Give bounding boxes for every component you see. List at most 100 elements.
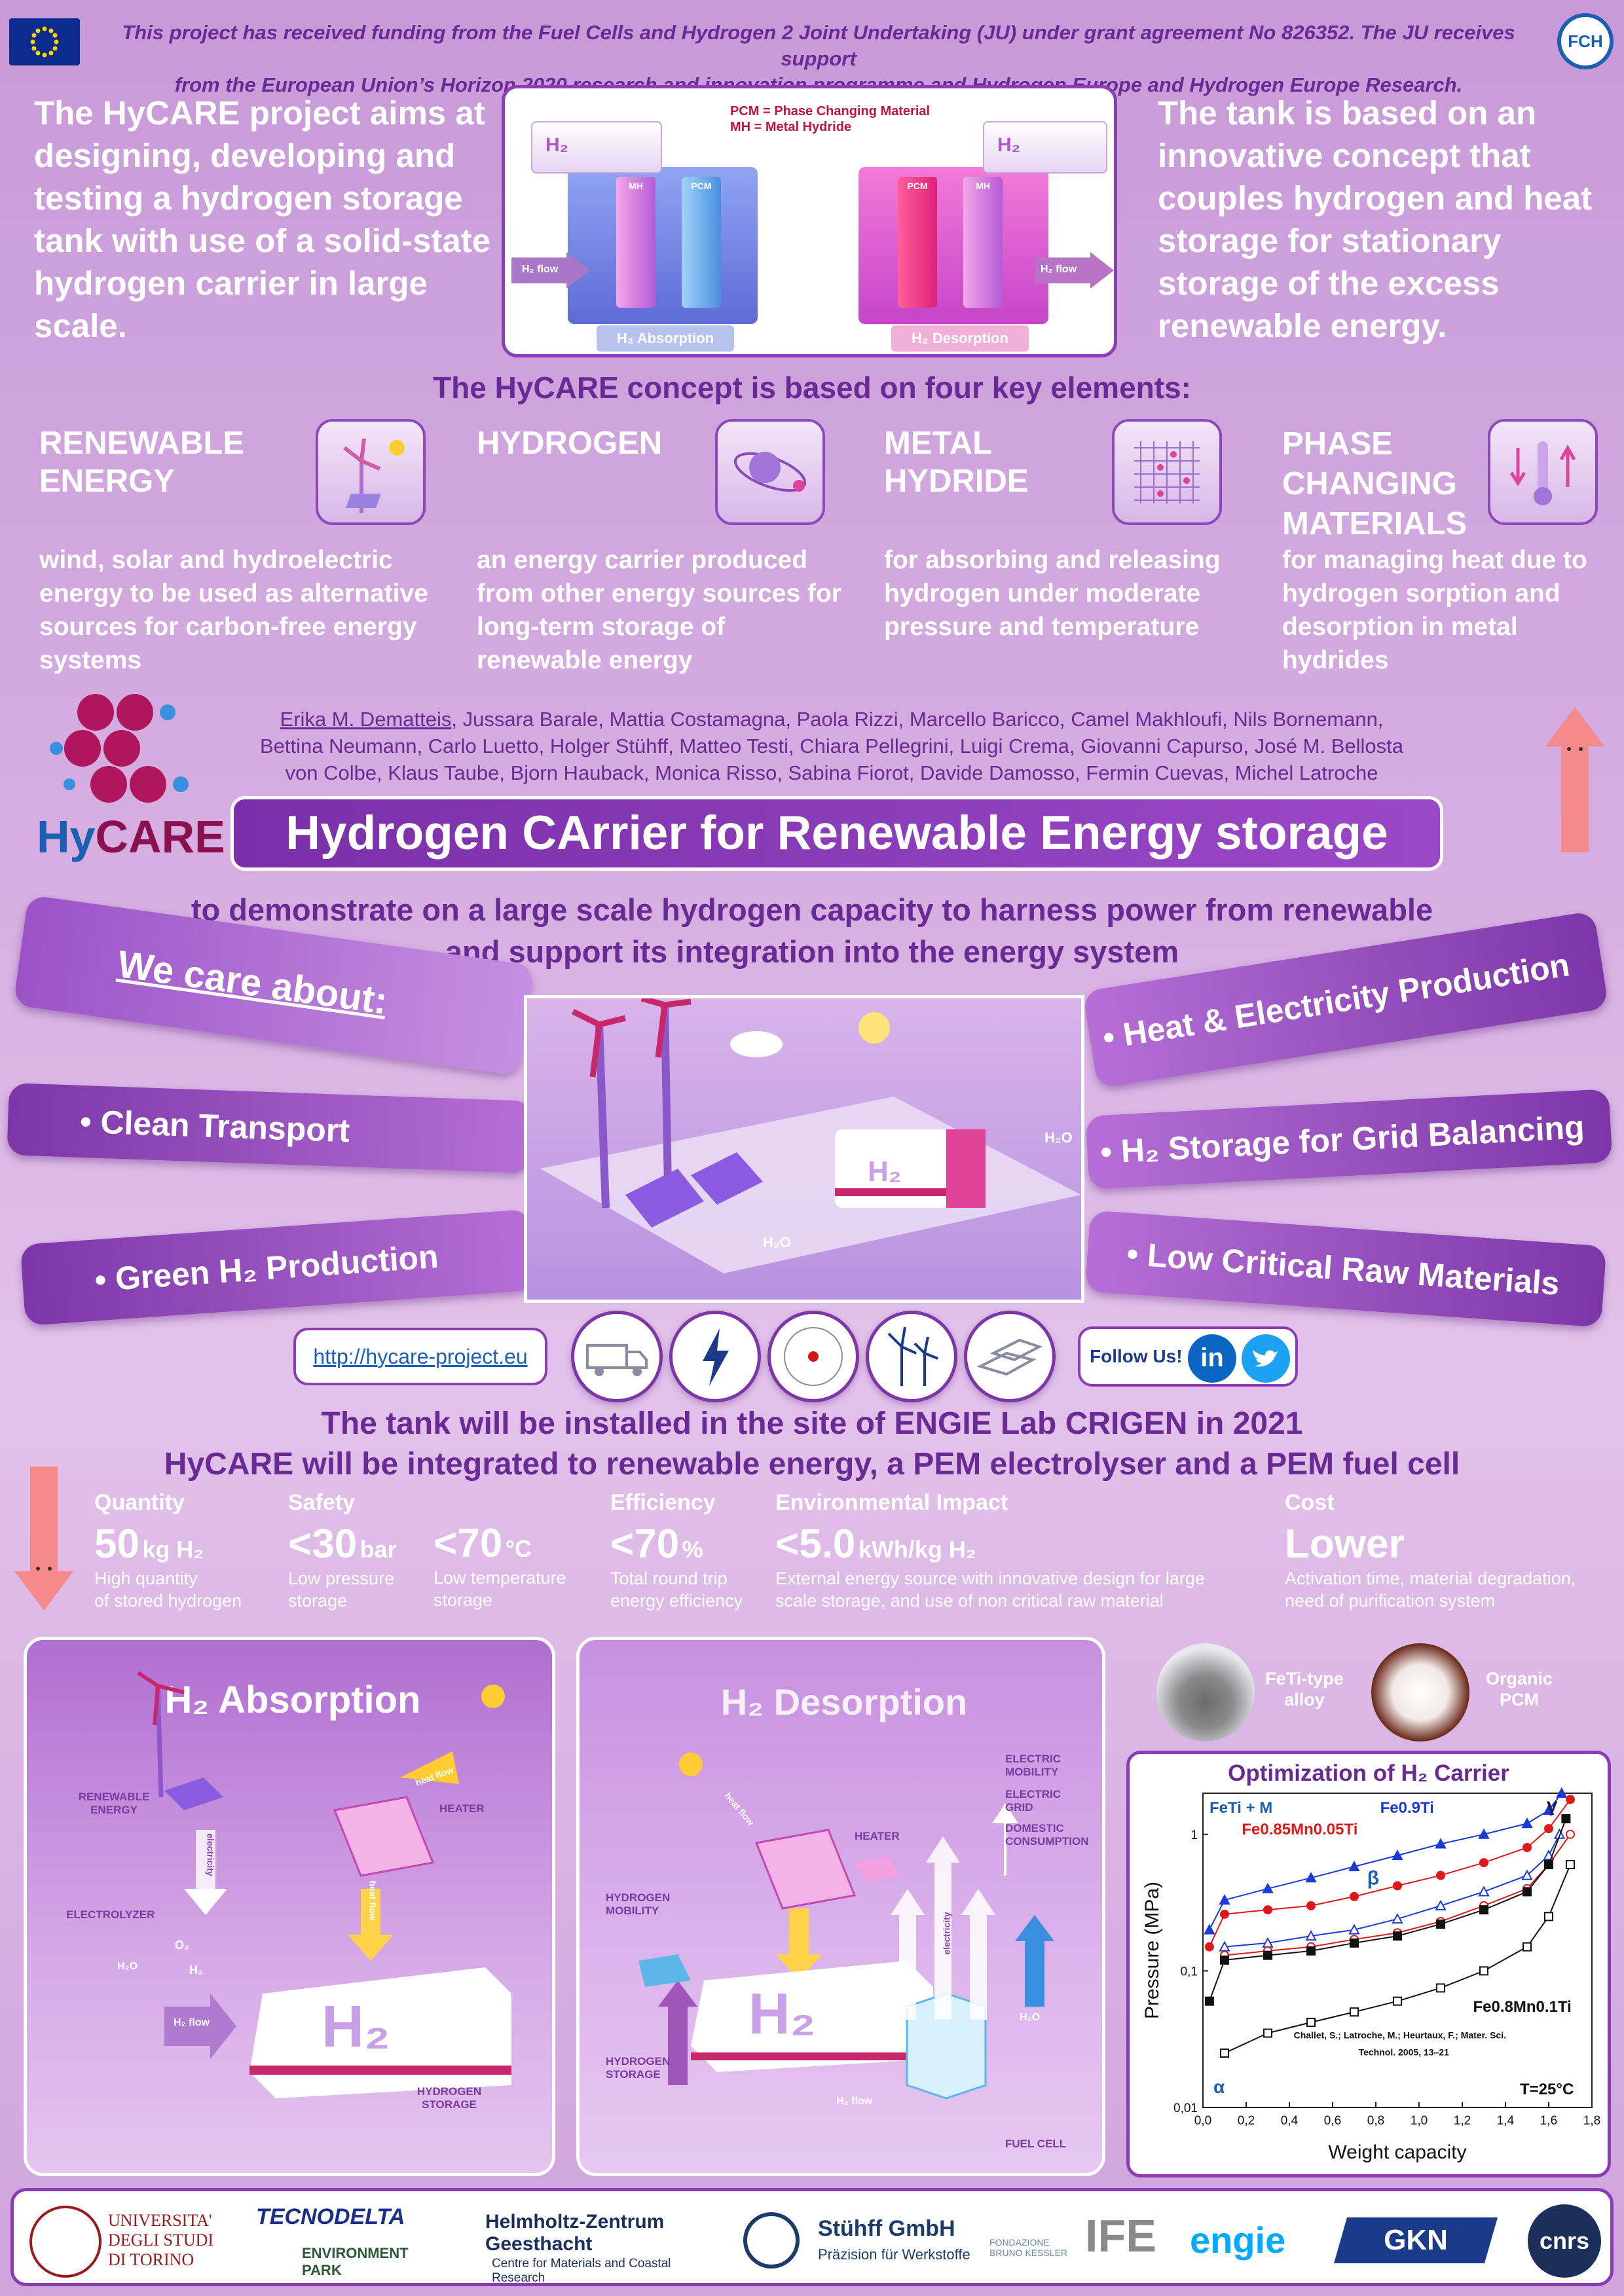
data-point <box>1479 1905 1488 1915</box>
lightning-icon <box>669 1311 761 1402</box>
hzg-subtitle: Centre for Materials and Coastal Researc… <box>492 2257 671 2285</box>
stuhff-icon <box>743 2212 800 2269</box>
series-line <box>1224 1834 1560 1948</box>
label-hydrogen-storage-desorption: HYDROGEN STORAGE <box>606 2055 671 2081</box>
follow-us-label: Follow Us! <box>1090 1346 1183 1366</box>
label-electric-mobility: ELECTRIC MOBILITY <box>1005 1753 1061 1778</box>
hydrogen-atom-icon <box>767 1311 859 1402</box>
wind-solar-icon <box>316 419 426 525</box>
data-point <box>1566 1829 1575 1839</box>
citation-line-1: Challet, S.; Latroche, M.; Heurtaux, F.;… <box>1294 2030 1506 2041</box>
label-heat-flow: heat flow <box>367 1880 378 1921</box>
kpi-quantity: Quantity 50 kg H₂ High quantity of store… <box>94 1490 242 1611</box>
key-elements-title: The HyCARE concept is based on four key … <box>433 371 1191 405</box>
x-tick-label: 1,2 <box>1454 2114 1471 2128</box>
desorption-title: H₂ Desorption <box>720 1681 968 1722</box>
data-point <box>1566 1795 1575 1804</box>
label-h2-flow-desorption: H₂ flow <box>836 2096 873 2107</box>
data-point <box>1263 1950 1272 1960</box>
label-h2o-desorption: H₂O <box>1020 2012 1041 2023</box>
data-point <box>1479 1966 1488 1976</box>
kpi-environmental: Environmental Impact <5.0 kWh/kg H₂ Exte… <box>775 1490 1205 1611</box>
environment-park-logo: ENVIRONMENT PARK <box>302 2245 409 2278</box>
website-link[interactable]: http://hycare-project.eu <box>293 1328 547 1385</box>
data-point <box>1263 2028 1272 2038</box>
partners-bar: UNIVERSITA' DEGLI STUDI DI TORINO TECNOD… <box>10 2188 1614 2286</box>
hzg-logo: Helmholtz-Zentrum Geesthacht <box>485 2211 665 2255</box>
y-tick-label: 1 <box>1190 1829 1198 1842</box>
chart-title: Optimization of H₂ Carrier <box>1228 1760 1509 1786</box>
mh-cylinder: MH <box>616 177 655 308</box>
annotation-feti-m: FeTi + M <box>1209 1799 1272 1817</box>
data-point <box>1220 1909 1229 1919</box>
data-point <box>1305 1872 1317 1883</box>
data-point <box>1393 1996 1402 2006</box>
concept-figure: PCM = Phase Changing Material MH = Metal… <box>502 85 1117 357</box>
data-point <box>1263 1905 1272 1915</box>
mh-cylinder-right: MH <box>963 177 1003 308</box>
x-tick-label: 0,8 <box>1367 2114 1384 2128</box>
desorption-box <box>858 167 1048 324</box>
plot-frame <box>1202 1793 1593 2108</box>
wind-turbines-icon <box>866 1311 957 1402</box>
series-label-fe08mn01ti: Fe0.8Mn0.1Ti <box>1473 1998 1572 2016</box>
key-desc-hydrogen: an energy carrier produced from other en… <box>477 546 841 674</box>
desorption-label: H₂ Desorption <box>891 325 1029 352</box>
cnrs-logo: cnrs <box>1528 2204 1601 2278</box>
series-label-fe085mn005ti: Fe0.85Mn0.05Ti <box>1242 1821 1357 1838</box>
thermometer-icon <box>1488 419 1598 525</box>
key-title-renewable: RENEWABLE ENERGY <box>39 426 245 499</box>
key-desc-renewable: wind, solar and hydroelectric energy to … <box>39 546 428 674</box>
hycare-logo: HyCARE <box>37 686 225 876</box>
label-domestic-consumption: DOMESTIC CONSUMPTION <box>1005 1822 1089 1848</box>
data-point <box>1305 1930 1317 1941</box>
legend-pcm: PCM = Phase Changing Material <box>730 104 931 118</box>
absorption-box <box>568 167 758 324</box>
label-o2: O₂ <box>175 1939 189 1952</box>
tank-left: H₂ <box>531 121 662 173</box>
y-tick-label: 0,1 <box>1181 1965 1198 1978</box>
fetilloy-image <box>1156 1643 1255 1741</box>
fetilloy-label: FeTi-type alloy <box>1265 1669 1344 1709</box>
x-tick-label: 0,2 <box>1238 2114 1255 2128</box>
annotation-alpha: α <box>1213 2077 1225 2097</box>
care-grid-balancing: • H₂ Storage for Grid Balancing <box>1085 1089 1613 1190</box>
x-axis-label: Weight capacity <box>1328 2141 1466 2163</box>
funding-text: This project has received funding from t… <box>122 21 1515 96</box>
data-point <box>1306 1946 1316 1956</box>
label-electricity: electricity <box>205 1833 216 1876</box>
engie-logo: engie <box>1190 2219 1286 2261</box>
stuhff-subtitle: Präzision für Werkstoffe <box>818 2246 970 2263</box>
annotation-gamma: γ <box>1547 1795 1558 1816</box>
key-desc-metal-hydride: for absorbing and releasing hydrogen und… <box>884 546 1221 641</box>
linkedin-icon[interactable]: in <box>1188 1334 1236 1383</box>
data-point <box>1522 1887 1532 1897</box>
data-point <box>1392 1912 1403 1924</box>
data-point <box>1521 1817 1533 1829</box>
key-title-hydrogen: HYDROGEN <box>477 426 663 461</box>
key-title-pcm: PHASE CHANGING MATERIALS <box>1282 426 1467 541</box>
data-point <box>1479 1858 1488 1868</box>
twitter-icon[interactable] <box>1242 1334 1290 1383</box>
data-point <box>1436 1983 1445 1993</box>
data-point <box>1544 1824 1553 1834</box>
label-heater: HEATER <box>439 1802 485 1815</box>
key-title-metal-hydride: METAL HYDRIDE <box>884 426 1029 499</box>
series-line <box>1224 1834 1571 1956</box>
fbk-logo: FONDAZIONE BRUNO KESSLER <box>989 2237 1068 2258</box>
data-point <box>1561 1814 1571 1824</box>
authors-list: Erika M. Dematteis, Jussara Barale, Matt… <box>259 708 1404 784</box>
data-point <box>1543 1804 1555 1815</box>
organic-pcm-label: Organic PCM <box>1485 1669 1553 1709</box>
data-point <box>1306 1901 1316 1910</box>
main-title: Hydrogen CArrier for Renewable Energy st… <box>231 796 1443 871</box>
kpi-cost: Cost Lower Activation time, material deg… <box>1285 1490 1576 1611</box>
tank-right: H₂ <box>983 121 1107 173</box>
label-heater-desorption: HEATER <box>855 1830 900 1842</box>
label-renewable-energy: RENEWABLE ENERGY <box>78 1791 150 1816</box>
data-point <box>1220 2048 1229 2058</box>
organic-pcm-image <box>1371 1643 1469 1741</box>
data-point <box>1348 1923 1360 1935</box>
